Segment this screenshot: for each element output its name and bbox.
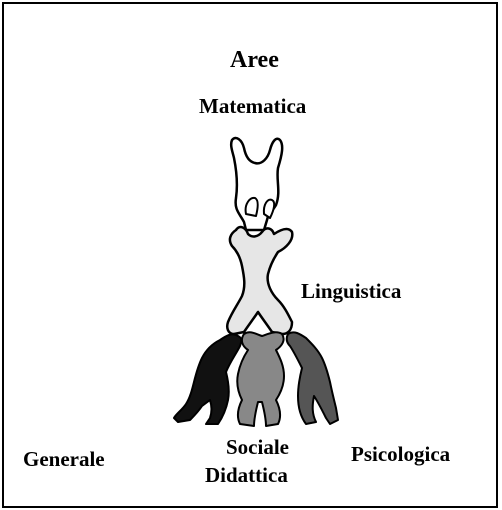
figure-linguistica <box>227 227 292 334</box>
figure-psicologica <box>287 332 338 424</box>
figure-linguistica-body <box>227 227 292 334</box>
figure-matematica-arm-right <box>264 200 274 218</box>
figure-generale-body <box>174 334 241 424</box>
figure-psicologica-body <box>287 332 338 424</box>
figure-sociale <box>237 332 284 426</box>
figure-sociale-body <box>237 332 284 426</box>
figure-matematica <box>231 138 282 230</box>
figure-generale <box>174 334 241 424</box>
